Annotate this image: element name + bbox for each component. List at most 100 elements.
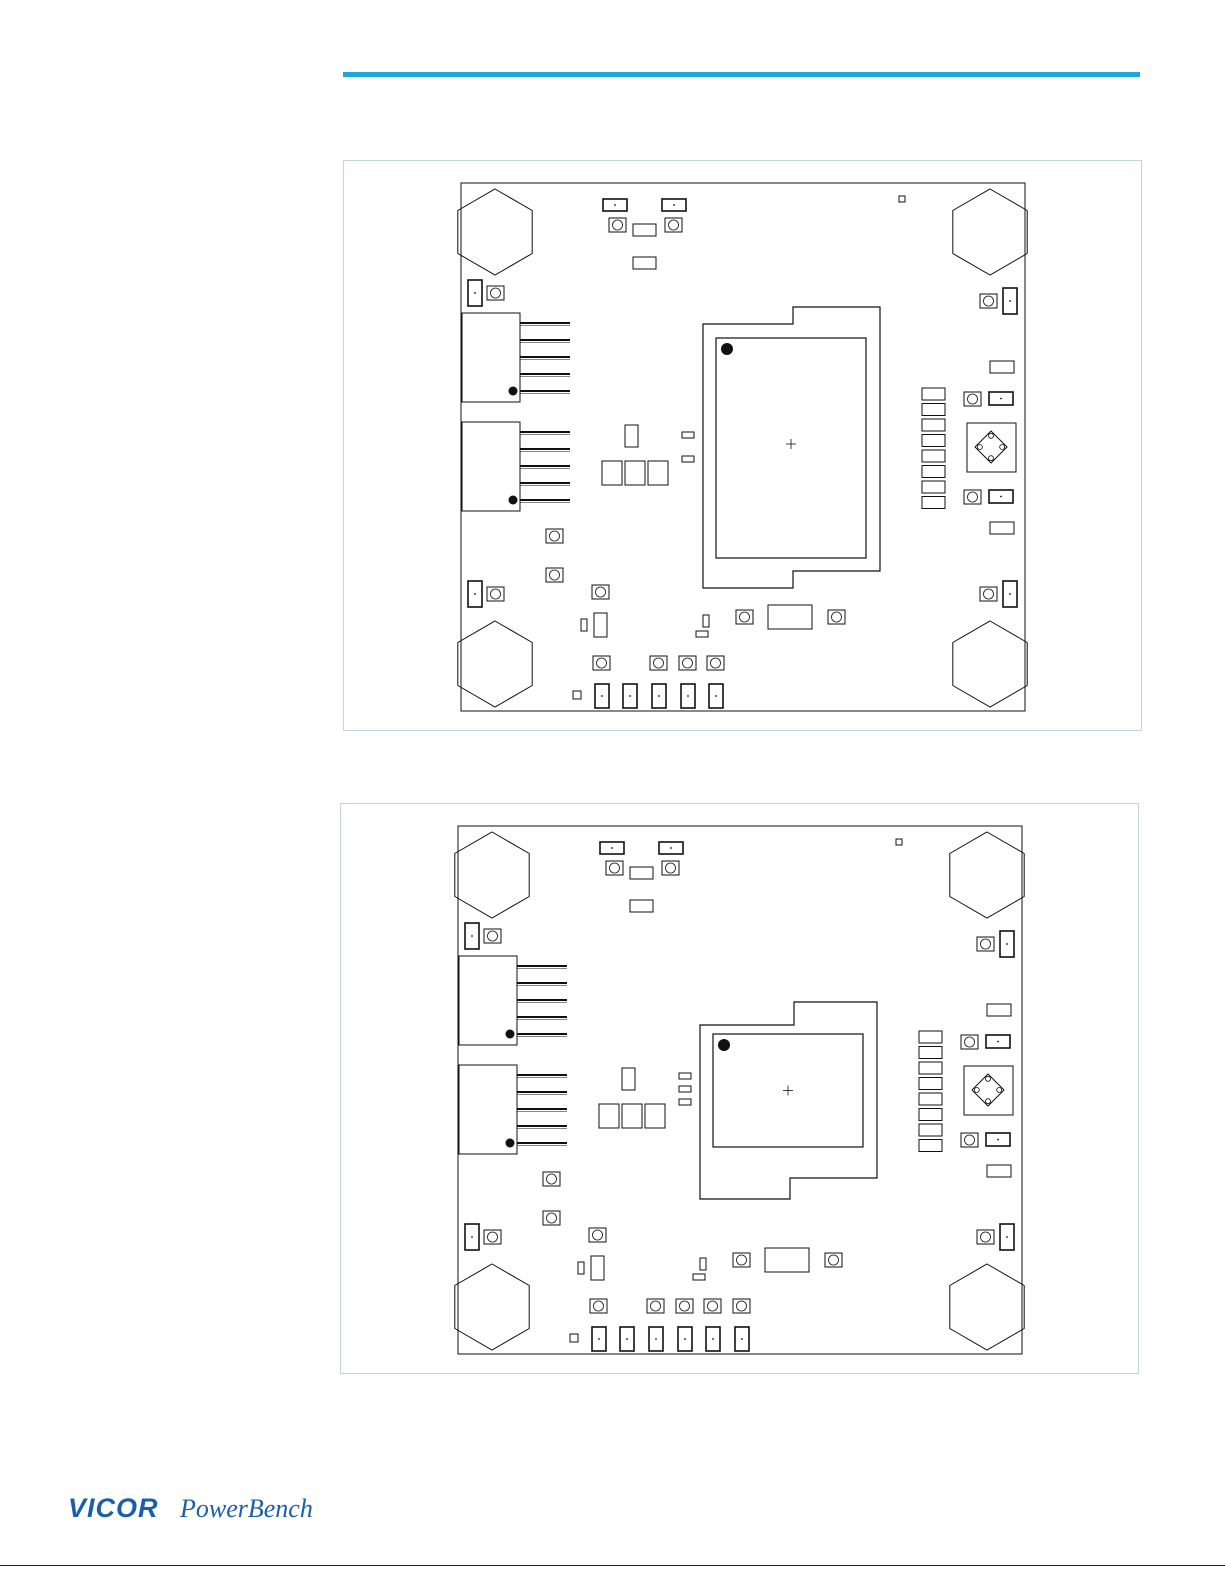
pad-bottom-mark (687, 695, 689, 697)
smd-vertical (594, 613, 607, 637)
left-via-lower-via (491, 589, 501, 599)
via-bottom-via (708, 1301, 718, 1311)
top-pad-left-mark (614, 204, 616, 206)
via-bottom-via (597, 658, 607, 668)
right-pad-lower-mark (997, 1139, 999, 1141)
via-center-left-via (740, 612, 750, 622)
fiducial (899, 196, 905, 202)
via-bottom-via (680, 1301, 690, 1311)
module-outline (700, 1002, 877, 1199)
right-pad-bottom-mark (1006, 1236, 1008, 1238)
ic-small (622, 1068, 635, 1090)
top-pad-left-mark (611, 847, 613, 849)
fiducial-bottom (570, 1334, 578, 1342)
right-via-upper-via (965, 1037, 975, 1047)
sensor-pad (997, 1088, 1002, 1093)
right-pad-top-mark (1009, 300, 1011, 302)
right-via-upper-via (968, 394, 978, 404)
top-resistor (630, 867, 653, 879)
left-pad-upper-mark (474, 292, 476, 294)
smd-tiny-2 (703, 615, 709, 627)
right-pad-upper-mark (997, 1041, 999, 1043)
via-bottom-via (594, 1301, 604, 1311)
top-via-right-via (666, 863, 676, 873)
connector-lower-pin1-marker (506, 1139, 515, 1148)
via-center-left-via (737, 1255, 747, 1265)
top-pad-right-mark (673, 204, 675, 206)
right-via-bottom-via (984, 589, 994, 599)
right-via-lower-via (965, 1135, 975, 1145)
left-via-upper-via (491, 288, 501, 298)
smd-cap (679, 1073, 691, 1079)
top-via-left-via (613, 220, 623, 230)
right-resistor-top (987, 1004, 1011, 1016)
smd-tiny (581, 619, 587, 631)
sensor-pad (989, 456, 994, 461)
via-bottom-via (651, 1301, 661, 1311)
right-resistor (919, 1031, 942, 1043)
right-pad-lower-mark (1000, 496, 1002, 498)
via-lower-3-via (596, 587, 606, 597)
top-resistor-2 (633, 257, 656, 269)
connector-lower-pin1-marker (509, 496, 518, 505)
sensor-pad (986, 1076, 991, 1081)
mounting-hole (458, 189, 532, 275)
smd-vertical (591, 1256, 604, 1280)
smd-tiny (578, 1262, 584, 1274)
cap-b (622, 1104, 642, 1128)
sensor-die (972, 1074, 1004, 1106)
via-bottom-via (737, 1301, 747, 1311)
pad-bottom-mark (684, 1338, 686, 1340)
right-via-top-via (981, 939, 991, 949)
via-bottom-via (654, 658, 664, 668)
ic-small (625, 425, 638, 447)
right-resistor (922, 419, 945, 431)
logo-mark: VICOR PowerBench (66, 1490, 336, 1530)
pcb-layout-drawing-bottom (341, 804, 1140, 1375)
mounting-hole (455, 1264, 529, 1350)
sensor-package (967, 423, 1016, 472)
pad-bottom-mark (712, 1338, 714, 1340)
via-lower-3-via (593, 1230, 603, 1240)
via-bottom-via (711, 658, 721, 668)
via-lower-1-via (550, 531, 560, 541)
right-via-top-via (984, 296, 994, 306)
right-resistor (922, 466, 945, 478)
right-resistor (919, 1047, 942, 1059)
cap-a (599, 1104, 619, 1128)
footer-rule (0, 1565, 1225, 1566)
right-resistor-top (990, 361, 1014, 373)
left-via-upper-via (488, 931, 498, 941)
sensor-pad (974, 1088, 979, 1093)
pad-bottom-mark (741, 1338, 743, 1340)
pcb-figure-top (343, 160, 1142, 731)
fiducial (896, 839, 902, 845)
pad-bottom-mark (598, 1338, 600, 1340)
cap-a (602, 461, 622, 485)
pcb-layout-drawing-top (344, 161, 1143, 732)
smd-tiny-3 (696, 631, 708, 637)
pad-bottom-mark (658, 695, 660, 697)
sensor-pad (989, 433, 994, 438)
right-resistor (919, 1140, 942, 1152)
sensor-package (964, 1066, 1013, 1115)
top-via-right-via (669, 220, 679, 230)
right-resistor-bottom (987, 1165, 1011, 1177)
mounting-hole (953, 189, 1027, 275)
right-via-lower-via (968, 492, 978, 502)
header-accent-bar (343, 72, 1140, 77)
cap-b (625, 461, 645, 485)
right-resistor (922, 450, 945, 462)
right-resistor (922, 404, 945, 416)
smd-cap (679, 1086, 691, 1092)
smd-cap (679, 1099, 691, 1105)
right-pad-bottom-mark (1009, 593, 1011, 595)
right-resistor (919, 1062, 942, 1074)
right-resistor (922, 435, 945, 447)
smd-cap (682, 456, 694, 462)
left-pad-lower-mark (474, 593, 476, 595)
right-resistor-bottom (990, 522, 1014, 534)
right-pad-top-mark (1006, 943, 1008, 945)
top-pad-right-mark (670, 847, 672, 849)
via-center-right-via (832, 612, 842, 622)
